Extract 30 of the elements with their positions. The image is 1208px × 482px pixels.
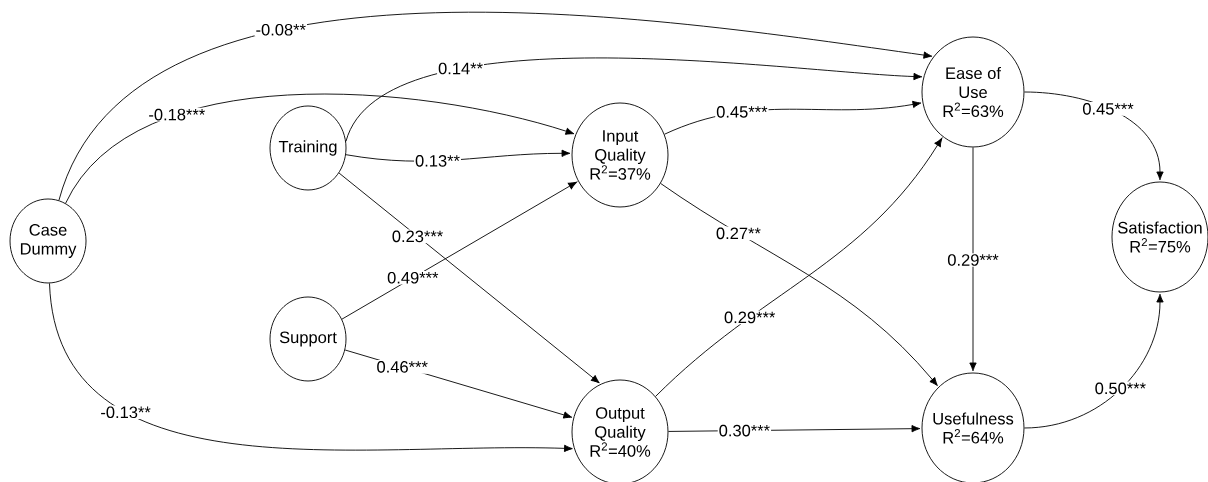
arrow [345, 57, 923, 142]
arrow [655, 137, 943, 397]
circle-node: Case Dummy [9, 198, 87, 284]
arrow [49, 282, 573, 452]
circle-node: Support [269, 296, 347, 382]
edge-label: 0.23*** [390, 229, 445, 244]
circle-node: Training [269, 105, 347, 191]
arrow [338, 172, 600, 384]
arrow [58, 12, 933, 201]
circle-node: Ease of Use R$^{2}$=63% [921, 36, 1025, 148]
edge-label: 0.45*** [715, 105, 769, 119]
edge-label: 0.46*** [375, 360, 429, 374]
edge-label: 0.29*** [723, 310, 777, 325]
edge-label: 0.29*** [946, 253, 1000, 267]
edge-label: -0.13** [99, 405, 152, 420]
arrow [341, 181, 577, 320]
edge-label: -0.08** [254, 22, 307, 37]
edge-label: 0.14** [437, 61, 485, 76]
arrow [1024, 293, 1164, 429]
arrow [969, 147, 977, 372]
edge-label: -0.18*** [147, 107, 207, 122]
edge-label: 0.49*** [386, 270, 440, 285]
edge-label: 0.30*** [717, 423, 772, 438]
edge-label: 0.27** [714, 226, 762, 241]
edge-label: 0.13** [414, 154, 461, 168]
circle-node: Input Quality R$^{2}$=37% [571, 102, 669, 208]
arrow [660, 183, 938, 386]
edge-label: 0.45*** [1081, 102, 1135, 116]
edge-label: 0.50*** [1093, 381, 1148, 396]
arrow [65, 93, 575, 204]
